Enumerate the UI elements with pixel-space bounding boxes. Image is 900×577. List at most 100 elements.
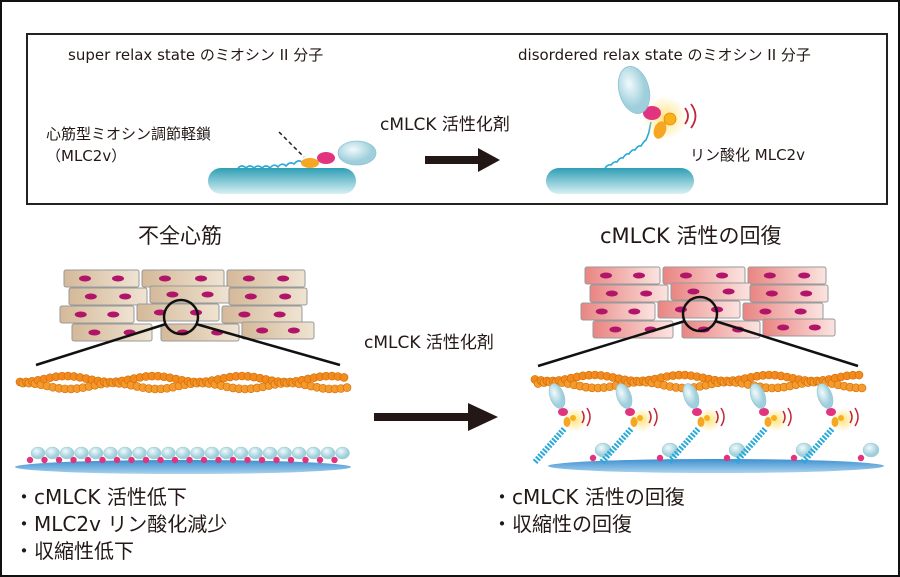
myosin-tail-coil: [733, 426, 769, 464]
light-chain-abbrev: （MLC2v）: [46, 147, 127, 165]
essential-light-chain: [563, 417, 571, 427]
nucleus: [190, 309, 203, 316]
nucleus: [287, 327, 300, 334]
regulatory-light-chain: [625, 408, 635, 416]
list-item: cMLCK 活性低下: [14, 484, 227, 511]
myosin-tail-coil: [800, 426, 836, 464]
cardiomyocyte: [657, 300, 741, 319]
nucleus: [158, 275, 171, 282]
actin-bead: [342, 383, 352, 392]
regulatory-light-chain: [643, 106, 661, 120]
recovery-title: cMLCK 活性の回復: [600, 224, 782, 248]
srx-myosin-illustration: [208, 131, 377, 194]
myosin-head: [88, 446, 104, 460]
myosin-head: [233, 446, 249, 460]
failing-cardiomyocytes: [59, 269, 315, 342]
thick-filament-recovered: [532, 383, 884, 473]
light-chain: [200, 456, 208, 464]
light-chain: [113, 456, 121, 464]
nucleus: [794, 308, 807, 315]
regulatory-light-chain: [759, 408, 769, 416]
light-chain: [287, 456, 295, 464]
light-chain: [99, 456, 106, 464]
nucleus: [765, 290, 778, 297]
phosphate-icon: [663, 112, 677, 126]
failing-heart-title: 不全心筋: [138, 224, 222, 248]
nucleus: [687, 288, 700, 295]
actin-filament-right: [530, 370, 867, 393]
cardiomyocyte: [681, 320, 761, 339]
light-chain: [142, 456, 150, 464]
light-chain: [331, 456, 338, 464]
thick-filament-failing: [15, 446, 351, 474]
signal-waves-icon: [581, 407, 591, 427]
myosin-head: [103, 446, 118, 460]
signal-waves-icon: [715, 407, 725, 427]
nucleus: [166, 291, 179, 298]
actin-bead: [857, 383, 867, 393]
cardiomyocyte: [149, 285, 231, 304]
light-chain: [857, 454, 865, 462]
light-chain: [302, 456, 309, 464]
light-chain: [316, 456, 324, 464]
cardiomyocyte: [63, 269, 140, 288]
nucleus: [195, 275, 208, 282]
light-chain: [790, 454, 798, 462]
myosin-tail-coil: [237, 160, 303, 170]
cardiomyocyte: [68, 287, 148, 306]
myosin-head: [749, 383, 767, 409]
myosin-head: [74, 446, 89, 460]
regulatory-light-chain: [317, 152, 335, 164]
list-item: 収縮性の回復: [492, 511, 685, 538]
myosin-head: [337, 140, 377, 166]
cardiomyocyte: [670, 282, 752, 301]
myosin-head: [335, 446, 350, 460]
light-chain: [84, 456, 92, 464]
myosin-head: [291, 446, 307, 460]
light-chain: [186, 456, 193, 464]
actin-bead: [854, 370, 864, 380]
light-chain: [26, 456, 34, 464]
regulatory-light-chain: [692, 408, 702, 416]
light-chain: [55, 456, 63, 464]
cardiomyocyte: [749, 284, 829, 303]
myosin-head: [320, 446, 336, 460]
nucleus: [808, 324, 821, 331]
myosin-head: [219, 446, 234, 460]
nucleus: [633, 272, 645, 279]
folded-head: [795, 442, 813, 458]
myosin-head: [262, 446, 278, 460]
cardiomyocyte: [762, 318, 836, 337]
drx-myosin-illustration: [546, 66, 697, 194]
light-chain-label: 心筋型ミオシン調節軽鎖: [46, 125, 212, 143]
regulatory-light-chain: [558, 408, 568, 416]
cardiomyocyte: [584, 266, 661, 285]
phosphate-icon: [838, 415, 844, 421]
cardiomyocyte: [141, 269, 225, 288]
nucleus: [628, 308, 641, 315]
list-item: MLC2v リン酸化減少: [14, 511, 227, 538]
nucleus: [242, 275, 255, 282]
myosin-head: [306, 446, 321, 460]
zoom-callout-left: [35, 298, 341, 367]
cardiomyocyte: [241, 321, 315, 340]
nucleus: [238, 311, 251, 318]
middle-activator-label: cMLCK 活性化剤: [364, 333, 494, 353]
cardiomyocyte: [580, 302, 656, 321]
nucleus: [777, 324, 790, 331]
zoom-callout-right: [537, 295, 859, 368]
nucleus: [798, 272, 811, 279]
label-leader-line: [278, 131, 305, 158]
nucleus: [74, 311, 87, 318]
light-chain: [229, 456, 237, 464]
list-item: cMLCK 活性の回復: [492, 484, 685, 511]
srx-title: super relax state のミオシン II 分子: [68, 46, 324, 64]
signal-waves-icon: [648, 407, 658, 427]
raised-myosin-heads: [532, 383, 880, 464]
thick-filament: [546, 168, 694, 194]
nucleus: [595, 308, 608, 315]
light-chain: [273, 456, 280, 464]
nucleus: [609, 326, 622, 333]
phosphate-icon: [771, 415, 777, 421]
